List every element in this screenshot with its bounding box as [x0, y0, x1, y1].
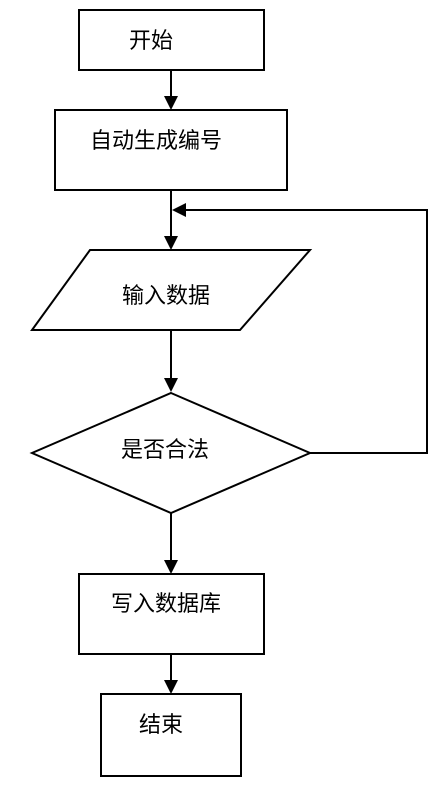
start-label: 开始	[129, 29, 173, 54]
generate-id-box	[54, 109, 288, 191]
arrowhead-generate-to-input	[164, 236, 178, 250]
arrowhead-input-to-decision	[164, 378, 178, 392]
arrowhead-write-to-end	[164, 680, 178, 694]
is-valid-label: 是否合法	[121, 438, 209, 463]
generate-id-label: 自动生成编号	[90, 129, 222, 154]
loop-back-line	[185, 209, 428, 454]
start-box	[78, 9, 265, 71]
arrowhead-start-to-generate	[164, 96, 178, 110]
input-data-parallelogram	[30, 249, 313, 331]
arrowhead-decision-to-write	[164, 560, 178, 574]
input-data-label: 输入数据	[122, 284, 210, 309]
write-db-label: 写入数据库	[111, 592, 221, 617]
end-box	[100, 693, 242, 777]
write-db-box	[78, 573, 265, 655]
loop-back-arrowhead	[172, 203, 186, 217]
end-label: 结束	[139, 713, 183, 738]
